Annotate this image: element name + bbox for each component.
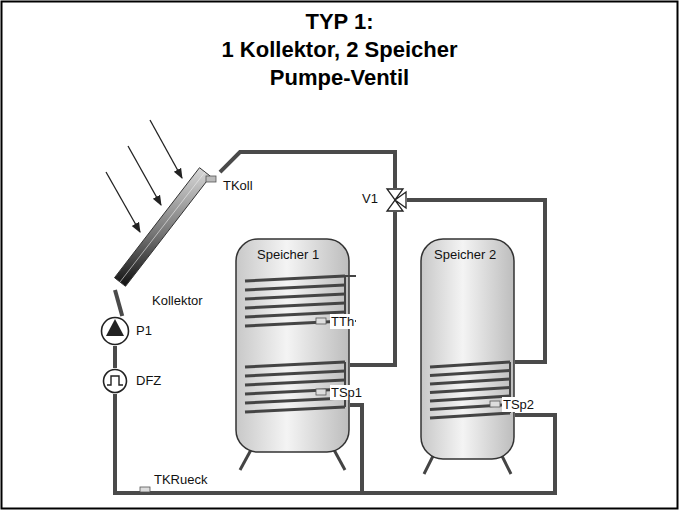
storage-tank-outline: [420, 238, 515, 460]
pipe: [113, 346, 117, 368]
storage-tank: Speicher 2: [420, 238, 515, 460]
sensor-label: TTh: [330, 314, 355, 329]
pipe: [350, 212, 395, 365]
sensor-label: TKRueck: [153, 472, 208, 487]
collector-panel-outline: [110, 165, 220, 290]
pump-symbol: P1: [100, 316, 130, 346]
three-way-valve-outline: [383, 188, 407, 212]
flow-meter-symbol-outline: [102, 368, 128, 394]
sensor-label: TKoll: [222, 178, 254, 193]
node-label: P1: [136, 323, 152, 338]
subtitle: Pumpe-Ventil: [0, 65, 679, 91]
storage-tank: Speicher 1: [235, 238, 350, 453]
sensor-label: TSp1: [330, 385, 363, 400]
node-label: V1: [362, 191, 378, 206]
sensor-tkrueck: [140, 487, 150, 492]
pipe: [115, 290, 122, 316]
node-label: Kollektor: [152, 293, 203, 308]
pump-symbol-outline: [100, 316, 130, 346]
node-label: Speicher 1: [257, 247, 319, 262]
title: TYP 1:: [0, 9, 679, 35]
node-label: DFZ: [136, 373, 161, 388]
subtitle: 1 Kollektor, 2 Speicher: [0, 37, 679, 63]
flow-meter-symbol: DFZ: [102, 368, 128, 394]
node-label: Speicher 2: [434, 247, 496, 262]
storage-tank-outline: [235, 238, 350, 453]
collector-panel: Kollektor: [110, 165, 220, 290]
sensor-label: TSp2: [502, 397, 535, 412]
three-way-valve: V1: [383, 188, 407, 212]
